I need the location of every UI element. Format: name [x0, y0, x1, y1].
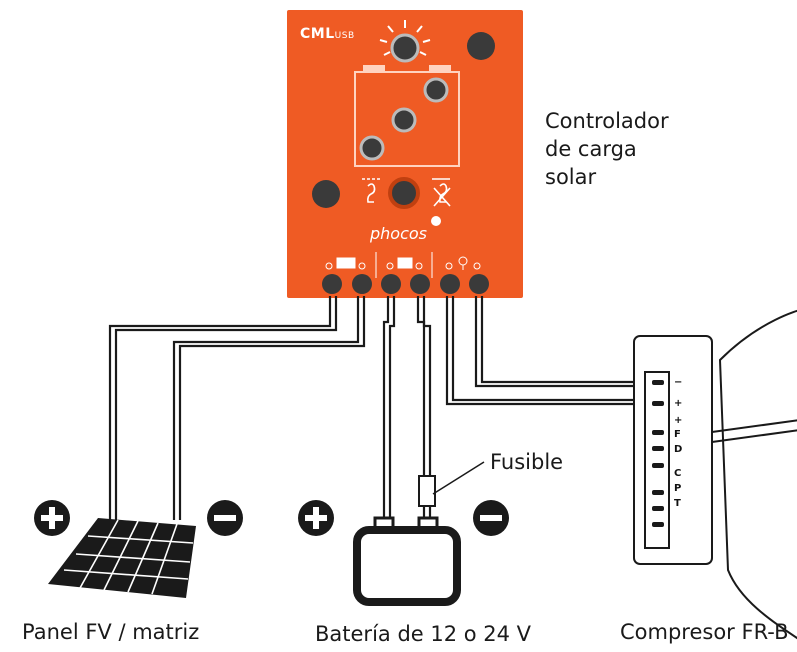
terminal-label: +: [674, 398, 683, 409]
led-battery-low: [359, 135, 385, 161]
terminal-bat-plus: [381, 274, 401, 294]
load-icons: [362, 178, 451, 207]
led-top-right: [467, 32, 495, 60]
terminal-label: F: [674, 429, 681, 440]
terminal-load-plus: [440, 274, 460, 294]
wires: [108, 296, 660, 522]
push-button: [388, 177, 420, 209]
led-indicators: [312, 32, 495, 209]
compressor-terminal-labels: − + + F D C P T: [674, 377, 682, 510]
terminal-pv-minus: [352, 274, 372, 294]
terminal-label: C: [674, 468, 682, 479]
battery-icon: [353, 516, 461, 606]
sun-icon: [379, 20, 431, 56]
minus-circle-icon: [473, 500, 509, 536]
terminal-load-minus: [469, 274, 489, 294]
compressor-label: Compresor FR-B: [620, 620, 789, 644]
terminal-label: −: [674, 377, 683, 388]
battery-indicator: [354, 65, 460, 167]
terminal-symbols: [325, 252, 481, 278]
battery-label: Batería de 12 o 24 V: [315, 622, 532, 646]
terminal-label: P: [674, 483, 682, 494]
plus-circle-icon: [298, 500, 334, 536]
terminal-label: +: [674, 415, 683, 426]
logo-dot: [431, 216, 441, 226]
terminal-label: D: [674, 444, 683, 455]
controller-body: [287, 10, 523, 298]
controller-label-line: Controlador: [545, 109, 669, 133]
led-sun: [390, 33, 420, 63]
solar-panel-icon: [48, 518, 196, 598]
compressor-icon: [633, 309, 797, 640]
terminal-pv-plus: [322, 274, 342, 294]
terminal-label: T: [674, 498, 681, 509]
controller-terminals: [322, 274, 489, 294]
fuse-label: Fusible: [490, 450, 564, 474]
terminal-bat-minus: [410, 274, 430, 294]
led-battery-high: [423, 77, 449, 103]
led-bottom-left: [312, 180, 340, 208]
polarity-symbols: [34, 500, 509, 536]
controller-label: Controlador de carga solar: [545, 107, 745, 191]
controller-label-line: de carga: [545, 137, 637, 161]
controller-logo: phocos: [370, 224, 428, 243]
fuse-icon: [418, 461, 485, 507]
compressor-terminal-slots: [652, 380, 664, 527]
panel-label: Panel FV / matriz: [22, 620, 200, 644]
led-battery-mid: [391, 107, 417, 133]
minus-circle-icon: [207, 500, 243, 536]
controller-label-line: solar: [545, 165, 597, 189]
controller-brand: CMLUSB: [300, 26, 355, 42]
plus-circle-icon: [34, 500, 70, 536]
